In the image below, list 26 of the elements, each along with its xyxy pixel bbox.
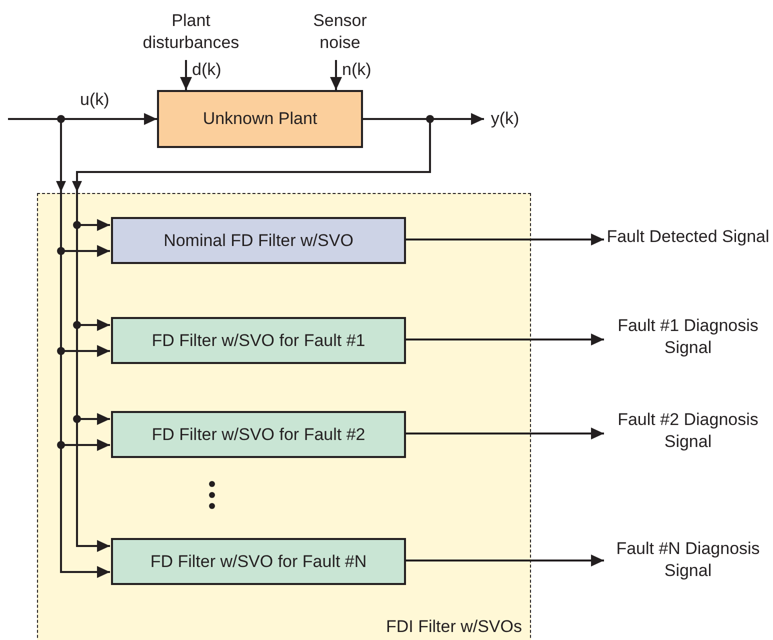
block-label: Nominal FD Filter w/SVO	[164, 230, 354, 252]
signal-label: Fault #2 Diagnosis Signal	[616, 409, 760, 453]
region-title: FDI Filter w/SVOs	[386, 617, 522, 637]
signal-label: Fault Detected Signal	[606, 226, 770, 248]
signal-arrow	[405, 554, 604, 566]
filter-block	[157, 90, 363, 148]
filter-block	[111, 317, 406, 364]
signal-label: y(k)	[490, 108, 520, 130]
filter-block	[111, 411, 406, 458]
signal-arrow	[405, 234, 604, 246]
signal-label: Fault #1 Diagnosis Signal	[616, 315, 760, 359]
edge-label: d(k)	[192, 60, 222, 80]
signal-arrow	[405, 334, 604, 346]
signal-label: Fault #N Diagnosis Signal	[615, 538, 761, 582]
fdi-region	[37, 193, 531, 640]
signal-arrow	[180, 60, 192, 90]
filter-block	[111, 538, 406, 585]
signal-arrow	[405, 428, 604, 440]
block-label: FD Filter w/SVO for Fault #N	[150, 550, 367, 572]
block-label: Unknown Plant	[202, 108, 318, 130]
block-label: FD Filter w/SVO for Fault #2	[152, 424, 366, 446]
signal-arrow	[330, 60, 342, 90]
edge-label: n(k)	[342, 60, 372, 80]
filter-block	[111, 217, 406, 264]
block-label: FD Filter w/SVO for Fault #1	[152, 330, 366, 352]
edge-label: u(k)	[80, 90, 110, 110]
